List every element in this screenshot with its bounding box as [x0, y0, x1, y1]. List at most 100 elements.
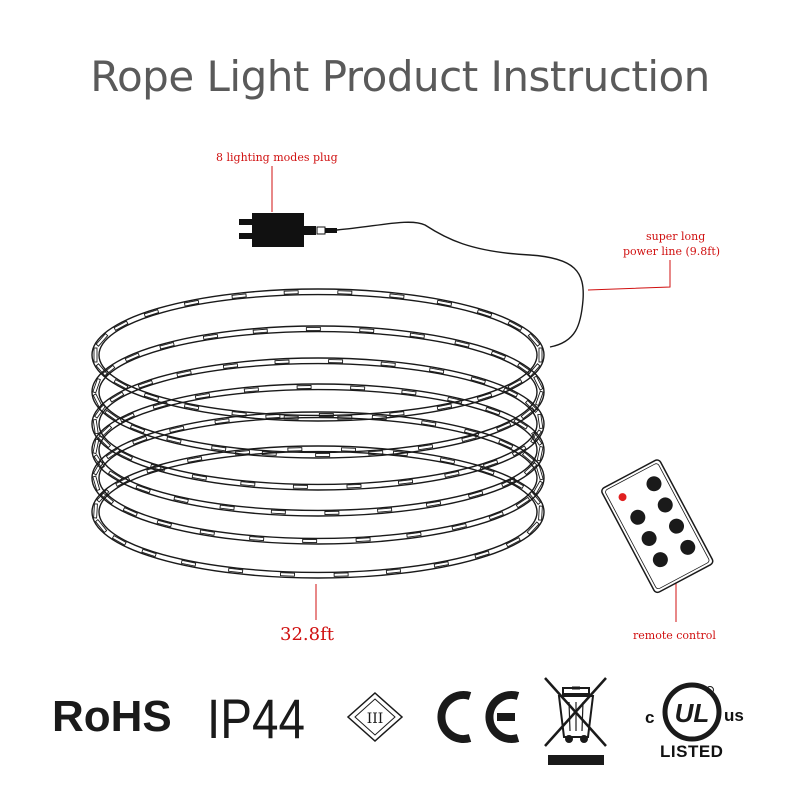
led-segment: [132, 435, 148, 445]
led-segment: [194, 392, 211, 400]
led-segment: [302, 538, 318, 543]
led-segment: [292, 484, 308, 489]
led-segment: [109, 391, 125, 403]
led-segment: [433, 561, 450, 568]
led-segment: [95, 333, 109, 347]
led-segment: [490, 350, 507, 360]
led-segment: [283, 290, 299, 295]
led-segment: [397, 479, 414, 485]
ul-mark-label: UL: [675, 698, 710, 728]
ul-listed-icon: UL: [662, 682, 722, 742]
led-segment: [169, 425, 185, 433]
led-segment: [513, 418, 529, 430]
led-segment: [96, 489, 110, 503]
led-segment: [409, 332, 425, 339]
led-segment: [359, 328, 375, 333]
led-segment: [337, 290, 353, 295]
led-segment: [520, 406, 535, 420]
led-segment: [515, 496, 531, 509]
led-segment: [287, 447, 303, 452]
led-segment: [95, 363, 109, 377]
rope-coils: [91, 288, 545, 579]
led-segment: [324, 510, 340, 515]
rope-coil-outline: [91, 383, 545, 517]
led-segment: [451, 523, 467, 531]
led-segment: [461, 434, 477, 443]
led-segment: [104, 409, 119, 422]
led-segment: [368, 450, 384, 456]
led-segment: [463, 428, 480, 437]
led-segment: [371, 414, 387, 420]
led-segment: [498, 439, 514, 449]
led-segment: [279, 572, 296, 577]
led-segment: [107, 470, 123, 482]
led-segment: [355, 537, 371, 543]
led-segment: [385, 568, 402, 574]
rope-coil-outline: [91, 445, 545, 579]
ul-listed-label: LISTED: [660, 742, 724, 761]
led-segment: [476, 309, 493, 318]
led-segment: [231, 411, 247, 417]
rope-coil-outline: [98, 388, 538, 512]
led-segment: [454, 340, 470, 348]
rope-coil-outline: [98, 416, 538, 540]
page-title: Rope Light Product Instruction: [90, 52, 710, 101]
led-segment: [243, 387, 259, 393]
rope-coil-outline: [91, 357, 545, 491]
led-segment: [439, 457, 456, 465]
led-segment: [143, 309, 160, 318]
led-segment: [533, 375, 544, 391]
led-segment: [137, 379, 154, 389]
led-segment: [122, 507, 138, 517]
led-segment: [380, 361, 396, 367]
led-segment: [93, 503, 98, 519]
led-segment: [389, 411, 405, 417]
led-segment: [517, 362, 532, 375]
led-segment: [467, 490, 484, 499]
power-line-callout-line1: super long: [646, 230, 706, 243]
led-segment: [406, 531, 422, 538]
led-segment: [101, 364, 116, 378]
led-segment: [315, 452, 331, 457]
led-segment: [115, 476, 131, 487]
led-segment: [535, 390, 544, 406]
led-segment: [173, 496, 189, 504]
plug-icon: [239, 213, 337, 247]
led-segment: [156, 519, 173, 528]
led-segment: [231, 293, 247, 299]
led-segment: [183, 403, 200, 411]
class-iii-icon: III: [346, 691, 404, 743]
led-segment: [392, 450, 408, 457]
led-segment: [428, 367, 445, 374]
remote-callout: remote control: [633, 629, 716, 642]
led-segment: [521, 451, 536, 465]
length-callout: 32.8ft: [280, 624, 334, 645]
led-segment: [527, 333, 541, 347]
led-segment: [97, 435, 112, 449]
led-segment: [444, 470, 460, 478]
led-segment: [93, 347, 98, 363]
led-segment: [476, 392, 493, 401]
led-segment: [340, 447, 357, 452]
led-segment: [92, 460, 104, 476]
led-segment: [111, 534, 127, 546]
weee-bin-icon: [544, 677, 607, 765]
led-segment: [183, 299, 200, 307]
led-segment: [526, 521, 540, 535]
class-iii-label: III: [367, 711, 384, 727]
led-segment: [447, 396, 463, 404]
led-segment: [135, 484, 151, 494]
led-segment: [159, 341, 175, 350]
led-segment: [100, 491, 115, 505]
led-segment: [528, 490, 542, 505]
led-segment: [305, 327, 321, 332]
led-segment: [509, 478, 525, 490]
led-segment: [532, 480, 544, 496]
led-segment: [535, 465, 544, 481]
led-segment: [228, 567, 244, 574]
led-segment: [94, 519, 108, 534]
led-segment: [117, 450, 134, 461]
led-segment: [141, 548, 157, 558]
led-segment: [501, 477, 517, 488]
